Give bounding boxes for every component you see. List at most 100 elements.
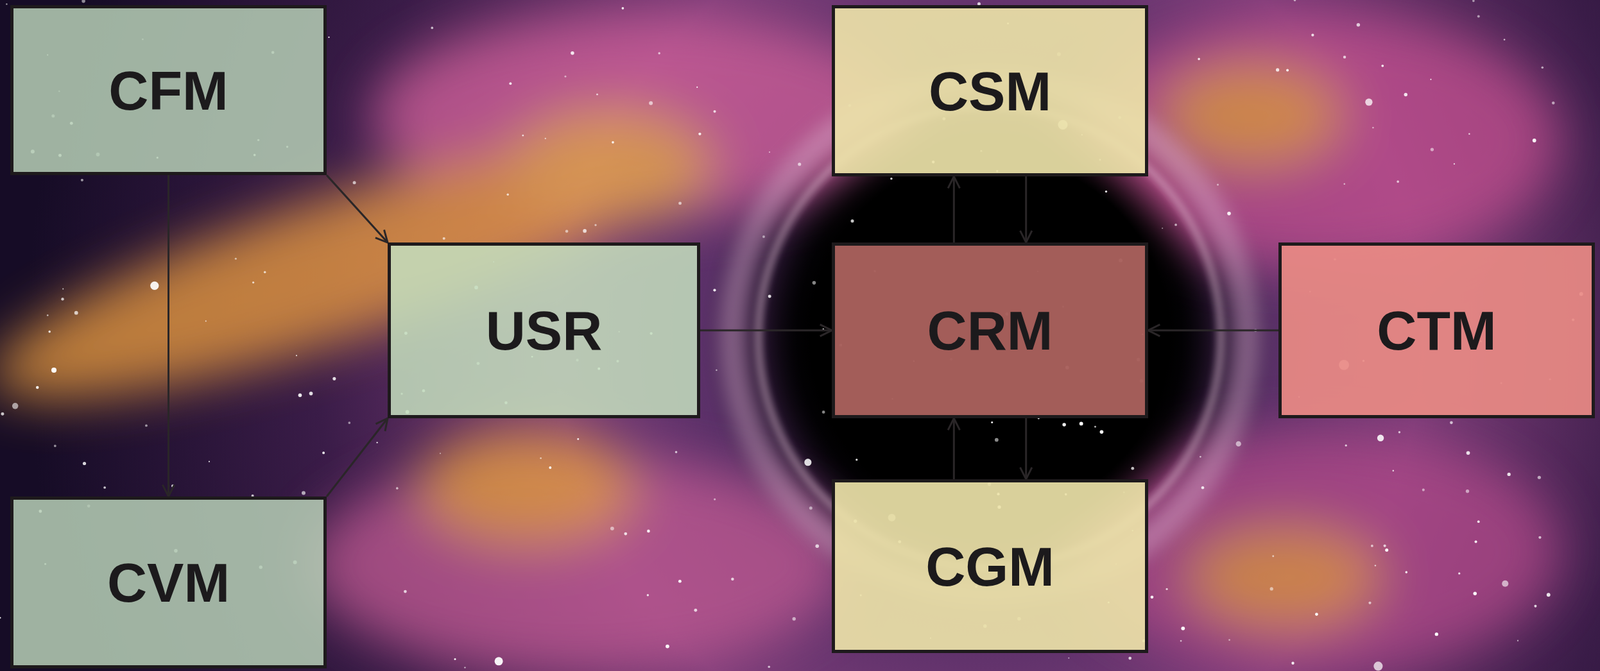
star <box>1365 98 1373 106</box>
star <box>439 453 441 455</box>
star <box>1541 66 1545 69</box>
star <box>81 0 85 3</box>
star <box>621 7 625 10</box>
star <box>646 594 649 597</box>
module-label: CSM <box>928 63 1052 119</box>
star <box>74 311 79 316</box>
star <box>1465 489 1470 493</box>
star <box>1546 593 1551 597</box>
star <box>1429 78 1432 81</box>
star <box>234 258 237 260</box>
star <box>464 666 466 669</box>
module-label: CRM <box>927 302 1054 359</box>
star <box>1161 227 1163 230</box>
star <box>657 51 660 54</box>
star <box>715 369 717 371</box>
star <box>678 580 682 584</box>
star <box>1130 467 1135 471</box>
star <box>150 281 159 291</box>
star <box>332 377 336 381</box>
star <box>1374 564 1377 567</box>
star <box>1472 591 1477 596</box>
star <box>1477 14 1480 18</box>
star <box>1449 421 1454 425</box>
star <box>352 180 357 185</box>
star <box>675 451 678 454</box>
module-box: CTM <box>1278 242 1595 419</box>
star <box>565 229 569 233</box>
module-box: USR <box>387 242 701 419</box>
star <box>1343 55 1346 59</box>
star <box>507 193 509 196</box>
module-label: CVM <box>107 555 230 611</box>
star <box>713 288 716 292</box>
star <box>990 421 993 424</box>
arrow-connector <box>1148 329 1279 332</box>
arrow-connector <box>700 329 832 332</box>
star <box>890 177 893 180</box>
star <box>522 134 525 137</box>
star <box>544 137 547 140</box>
star <box>1079 422 1084 427</box>
star <box>1517 640 1519 642</box>
star <box>1343 183 1346 185</box>
star <box>1293 0 1297 2</box>
star <box>1396 180 1400 183</box>
star <box>610 526 615 531</box>
star <box>1166 588 1169 591</box>
star <box>1384 548 1389 552</box>
star <box>1291 662 1294 665</box>
star <box>1368 602 1371 605</box>
star <box>623 532 628 536</box>
star <box>1228 639 1231 642</box>
star <box>263 271 266 274</box>
star <box>1466 451 1471 456</box>
star <box>62 288 64 290</box>
star <box>80 179 84 182</box>
star <box>1216 184 1219 187</box>
star <box>1174 223 1178 227</box>
star <box>1503 38 1506 41</box>
star <box>1197 57 1201 61</box>
star <box>582 229 587 233</box>
star <box>376 442 378 444</box>
star <box>1128 657 1132 661</box>
star <box>347 421 351 425</box>
star <box>508 82 512 85</box>
arrow-connector <box>326 418 388 497</box>
star <box>53 444 57 448</box>
star <box>594 223 597 226</box>
star <box>713 110 717 113</box>
star <box>548 466 552 470</box>
star <box>731 577 735 581</box>
star <box>1474 541 1478 544</box>
star <box>1422 489 1425 492</box>
arrow-connector <box>1024 418 1027 480</box>
star <box>646 530 651 534</box>
arrow-connector <box>953 418 955 480</box>
star <box>205 320 207 323</box>
star <box>1270 587 1274 591</box>
star <box>1533 605 1537 608</box>
star <box>1405 571 1408 574</box>
star <box>1199 456 1202 459</box>
star <box>1201 486 1205 490</box>
star <box>822 410 826 414</box>
star <box>1275 68 1280 72</box>
module-label: CGM <box>925 539 1055 595</box>
star <box>1383 544 1386 548</box>
star <box>768 151 771 153</box>
star <box>1180 627 1185 631</box>
star <box>252 281 255 284</box>
star <box>812 281 817 285</box>
arrow-connector <box>953 176 955 243</box>
star <box>1100 430 1104 435</box>
star <box>768 295 772 299</box>
star <box>1472 0 1475 2</box>
star <box>1105 190 1108 193</box>
star <box>403 590 407 594</box>
star <box>1315 612 1319 617</box>
star <box>1507 473 1511 477</box>
star <box>1538 536 1541 540</box>
star <box>301 491 306 496</box>
